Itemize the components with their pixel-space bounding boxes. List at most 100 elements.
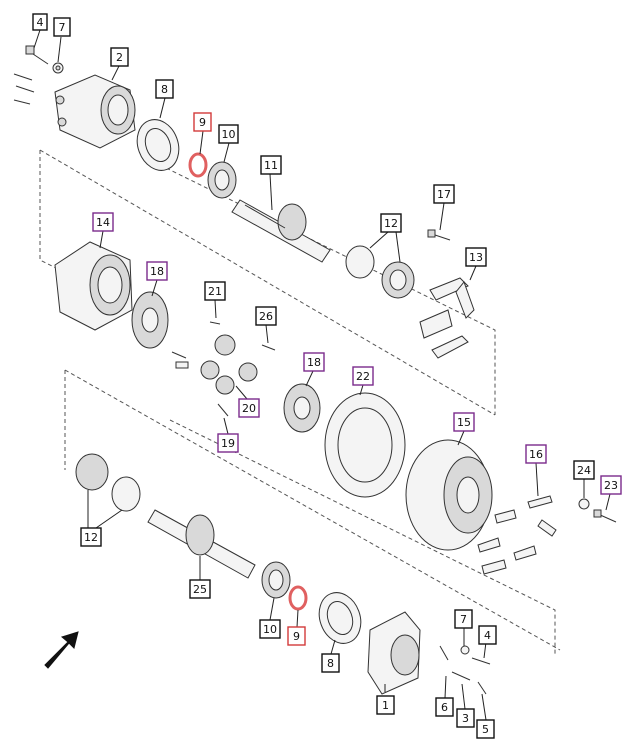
callout-number: 11 <box>264 159 278 172</box>
lock-plates-part-16 <box>477 495 557 575</box>
callout-label-8[interactable]: 8 <box>321 653 340 673</box>
callout-box <box>456 708 475 728</box>
spider-gears-part-20 <box>200 334 258 395</box>
differential-case-part-14 <box>54 241 133 331</box>
callout-label-22[interactable]: 22 <box>352 366 374 386</box>
callout-label-11[interactable]: 11 <box>260 155 282 175</box>
callout-box <box>32 13 48 31</box>
callout-box <box>465 247 487 267</box>
callout-number: 7 <box>460 613 467 626</box>
callout-box <box>478 625 497 645</box>
callout-box <box>189 579 211 599</box>
callout-label-18[interactable]: 18 <box>146 261 168 281</box>
callout-label-24[interactable]: 24 <box>573 460 595 480</box>
callout-label-13[interactable]: 13 <box>465 247 487 267</box>
callout-label-4[interactable]: 4 <box>32 13 48 31</box>
callout-label-15[interactable]: 15 <box>453 412 475 432</box>
callout-label-7[interactable]: 7 <box>53 17 71 37</box>
callout-box <box>321 653 340 673</box>
callout-box <box>453 412 475 432</box>
callout-label-14[interactable]: 14 <box>92 212 114 232</box>
callout-box <box>255 306 277 326</box>
callout-label-6[interactable]: 6 <box>435 697 454 717</box>
callout-box <box>238 398 260 418</box>
callout-number: 4 <box>484 629 491 642</box>
callout-number: 26 <box>259 310 273 323</box>
callout-label-12[interactable]: 12 <box>380 213 402 233</box>
shim-ring-part-9-top <box>188 152 208 178</box>
callout-label-4[interactable]: 4 <box>478 625 497 645</box>
callout-box <box>600 475 622 495</box>
callout-number: 25 <box>193 583 207 596</box>
side-gear-part-18-right <box>283 383 321 433</box>
callout-box <box>204 281 226 301</box>
callout-label-8[interactable]: 8 <box>155 79 174 99</box>
callout-number: 13 <box>469 251 483 264</box>
callout-box <box>380 213 402 233</box>
differential-case-part-15 <box>405 439 493 551</box>
bolt-part-23 <box>593 509 617 523</box>
callout-box <box>53 17 71 37</box>
callout-label-10[interactable]: 10 <box>259 619 281 639</box>
callout-number: 22 <box>356 370 370 383</box>
callout-number: 2 <box>116 51 123 64</box>
callout-number: 8 <box>327 657 334 670</box>
callout-label-26[interactable]: 26 <box>255 306 277 326</box>
callout-number: 19 <box>221 437 235 450</box>
callout-label-17[interactable]: 17 <box>433 184 455 204</box>
callout-label-16[interactable]: 16 <box>525 444 547 464</box>
housing-part-1 <box>367 611 421 695</box>
lock-plates-part-13 <box>419 277 475 359</box>
callout-label-9[interactable]: 9 <box>287 626 306 646</box>
callout-label-1[interactable]: 1 <box>376 695 395 715</box>
bolts-and-washers-parts-3-4-5-6-7-bottom <box>439 645 491 695</box>
arrow-northeast-icon <box>44 631 79 669</box>
callout-number: 9 <box>293 630 300 643</box>
callout-label-19[interactable]: 19 <box>217 433 239 453</box>
callout-box <box>155 79 174 99</box>
callout-label-21[interactable]: 21 <box>204 281 226 301</box>
bearing-part-12-bottom <box>75 453 141 512</box>
callout-box <box>525 444 547 464</box>
pinion-shaft-part-11 <box>231 199 331 263</box>
gasket-part-8-top <box>136 119 180 171</box>
pinion-shaft-part-25 <box>147 509 256 579</box>
callout-label-23[interactable]: 23 <box>600 475 622 495</box>
callout-box <box>433 184 455 204</box>
callout-number: 21 <box>208 285 222 298</box>
leader-lines <box>33 29 611 721</box>
callout-box <box>303 352 325 372</box>
callout-label-20[interactable]: 20 <box>238 398 260 418</box>
callout-number: 14 <box>96 216 110 229</box>
gasket-part-8-bottom <box>318 592 362 644</box>
callout-number: 15 <box>457 416 471 429</box>
callout-number: 17 <box>437 188 451 201</box>
callout-box <box>217 433 239 453</box>
callout-box <box>435 697 454 717</box>
callout-label-12[interactable]: 12 <box>80 527 102 547</box>
callout-label-18[interactable]: 18 <box>303 352 325 372</box>
callout-number: 10 <box>263 623 277 636</box>
callout-label-5[interactable]: 5 <box>476 719 495 739</box>
callout-label-10[interactable]: 10 <box>218 124 239 144</box>
side-gear-part-18-left <box>131 291 169 349</box>
callout-box <box>218 124 239 144</box>
callout-number: 12 <box>384 217 398 230</box>
callout-label-7[interactable]: 7 <box>454 609 473 629</box>
callout-box <box>476 719 495 739</box>
callout-label-9[interactable]: 9 <box>193 112 212 132</box>
callout-box <box>80 527 102 547</box>
callout-box <box>573 460 595 480</box>
callout-label-25[interactable]: 25 <box>189 579 211 599</box>
callout-label-3[interactable]: 3 <box>456 708 475 728</box>
callout-number: 16 <box>529 448 543 461</box>
callout-box <box>287 626 306 646</box>
callout-label-2[interactable]: 2 <box>110 47 129 67</box>
callout-box <box>146 261 168 281</box>
bolt-part-17 <box>427 229 451 241</box>
callout-box <box>352 366 374 386</box>
callout-number: 18 <box>150 265 164 278</box>
ring-gear-part-22 <box>324 392 406 498</box>
